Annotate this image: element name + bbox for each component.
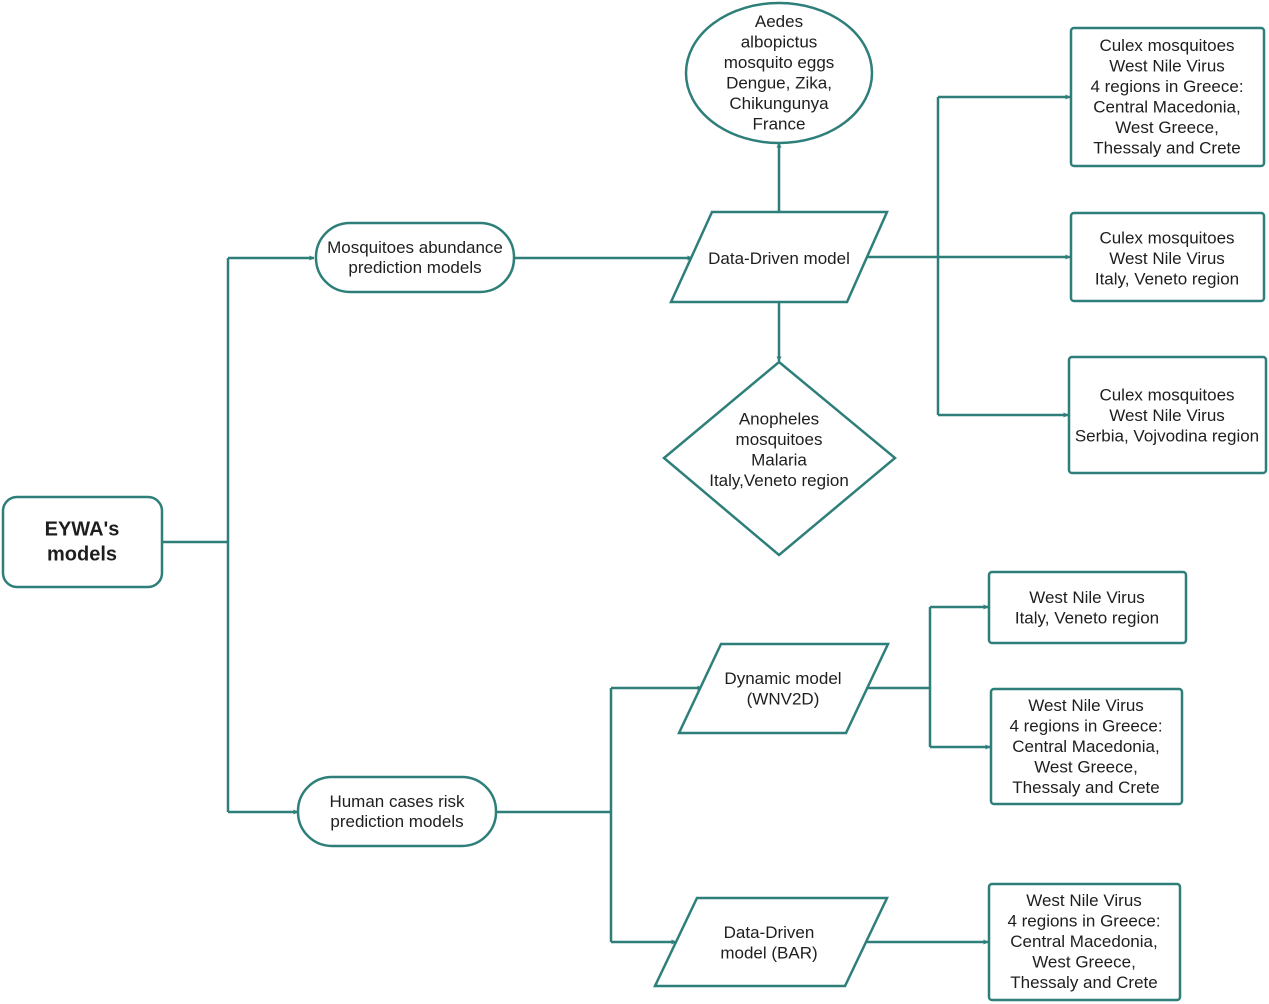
edge-dynamic-trunk <box>868 607 932 747</box>
label-line: models <box>47 544 117 566</box>
label-line: Anopheles <box>739 409 819 428</box>
label-line: Italy, Veneto region <box>1015 608 1159 627</box>
edge-human-cases-trunk <box>496 688 613 942</box>
dynamic-model-label: Dynamic model (WNV2D) <box>724 668 841 708</box>
node-dynamic-model[interactable]: Dynamic model (WNV2D) <box>677 642 890 735</box>
data-driven-bar-label: Data-Driven model (BAR) <box>720 922 817 962</box>
edge-eywa-trunk <box>162 258 230 812</box>
label-line: West Greece, <box>1032 952 1136 971</box>
label-line: West Greece, <box>1034 757 1138 776</box>
label-line: Italy, Veneto region <box>1095 269 1239 288</box>
label-line: Mosquitoes abundance <box>327 238 503 257</box>
label-line: Central Macedonia, <box>1093 97 1240 116</box>
label-line: albopictus <box>741 32 818 51</box>
label-line: Malaria <box>751 450 807 469</box>
node-data-driven-bar[interactable]: Data-Driven model (BAR) <box>653 896 889 988</box>
label-line: Thessaly and Crete <box>1012 778 1159 797</box>
label-line: West Greece, <box>1115 117 1219 136</box>
label-line: model (BAR) <box>720 943 817 962</box>
label-line: West Nile Virus <box>1026 891 1142 910</box>
label-line: West Nile Virus <box>1109 56 1225 75</box>
label-line: (WNV2D) <box>747 689 820 708</box>
label-line: Serbia, Vojvodina region <box>1075 426 1259 445</box>
label-line: Central Macedonia, <box>1012 737 1159 756</box>
label-line: Culex mosquitoes <box>1099 385 1234 404</box>
label-line: Aedes <box>755 11 803 30</box>
label-line: Data-Driven model <box>708 249 850 268</box>
label-line: Culex mosquitoes <box>1099 228 1234 247</box>
label-line: France <box>753 114 806 133</box>
eywa-models-label: EYWA's models <box>45 519 120 566</box>
data-driven-label: Data-Driven model <box>708 249 850 268</box>
label-line: West Nile Virus <box>1109 406 1225 425</box>
label-line: 4 regions in Greece: <box>1007 911 1160 930</box>
label-line: Data-Driven <box>724 922 815 941</box>
label-line: Human cases risk <box>329 792 465 811</box>
node-data-driven-model[interactable]: Data-Driven model <box>669 210 889 304</box>
label-line: Central Macedonia, <box>1010 932 1157 951</box>
node-eywa-models[interactable]: EYWA's models <box>1 495 164 589</box>
label-line: Thessaly and Crete <box>1093 138 1240 157</box>
edge-data-driven-culex-trunk <box>866 97 940 415</box>
label-line: West Nile Virus <box>1109 249 1225 268</box>
label-line: 4 regions in Greece: <box>1090 76 1243 95</box>
label-line: Thessaly and Crete <box>1010 973 1157 992</box>
label-line: West Nile Virus <box>1029 587 1145 606</box>
label-line: mosquitoes <box>736 429 823 448</box>
label-line: prediction models <box>330 812 463 831</box>
edges <box>162 94 1071 945</box>
label-line: Culex mosquitoes <box>1099 35 1234 54</box>
label-line: Chikungunya <box>729 93 829 112</box>
label-line: Dengue, Zika, <box>726 73 832 92</box>
label-line: prediction models <box>348 258 481 277</box>
label-line: EYWA's <box>45 519 120 541</box>
label-line: West Nile Virus <box>1028 696 1144 715</box>
label-line: 4 regions in Greece: <box>1009 716 1162 735</box>
label-line: mosquito eggs <box>724 52 835 71</box>
label-line: Dynamic model <box>724 668 841 687</box>
label-line: Italy,Veneto region <box>709 470 849 489</box>
